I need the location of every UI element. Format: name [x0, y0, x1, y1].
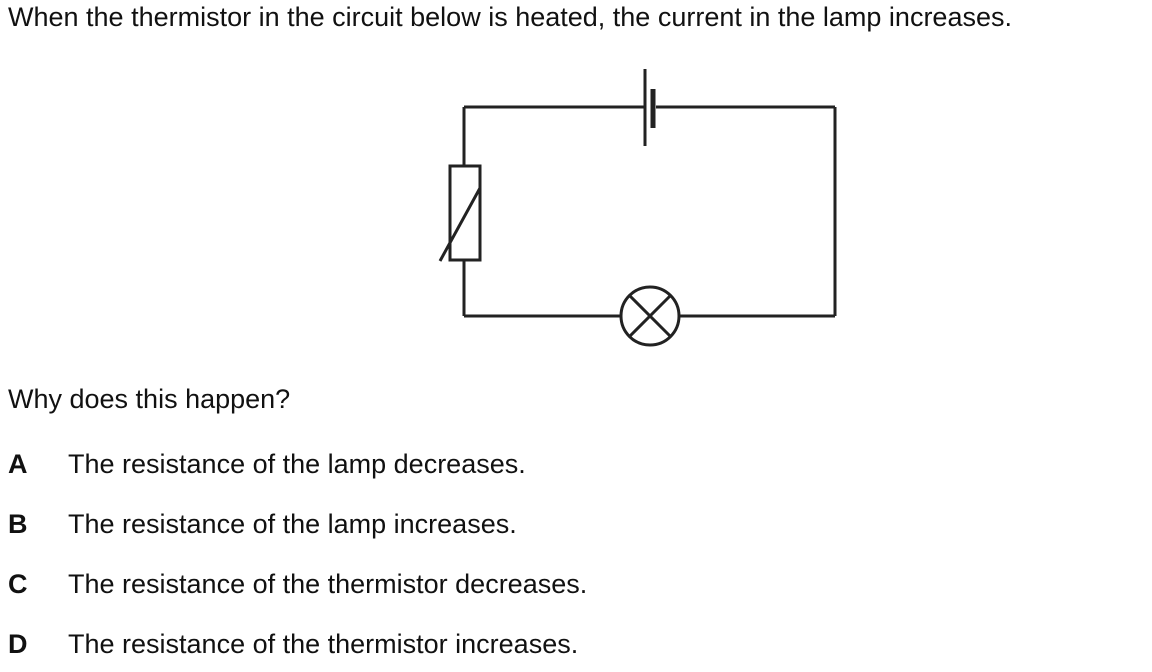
option-text: The resistance of the thermistor decreas… [68, 569, 588, 599]
lamp-symbol [619, 285, 681, 347]
option-letter: D [8, 629, 28, 659]
question-stem: When the thermistor in the circuit below… [8, 2, 1012, 32]
cell-symbol [643, 69, 656, 146]
option-letter: A [8, 449, 28, 479]
circuit-wires [462, 105, 837, 318]
thermistor-symbol [438, 164, 482, 262]
question-prompt: Why does this happen? [8, 384, 291, 414]
option-text: The resistance of the lamp increases. [68, 509, 517, 539]
option-letter: C [8, 569, 28, 599]
option-text: The resistance of the lamp decreases. [68, 449, 526, 479]
option-letter: B [8, 509, 28, 539]
option-text: The resistance of the thermistor increas… [68, 629, 579, 659]
